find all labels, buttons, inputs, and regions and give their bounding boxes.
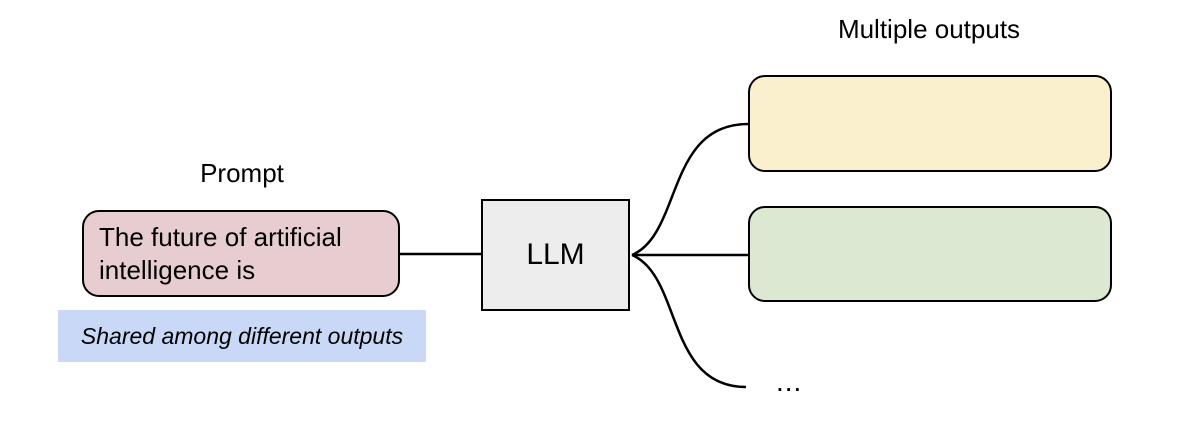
output-box-1 bbox=[748, 75, 1112, 172]
connector-llm-to-output-1 bbox=[631, 122, 749, 257]
connector-llm-to-more-outputs bbox=[631, 253, 747, 389]
prompt-shared-note: Shared among different outputs bbox=[58, 310, 426, 362]
output-box-2 bbox=[748, 206, 1112, 302]
prompt-box-text: The future of artificial intelligence is bbox=[99, 221, 342, 285]
prompt-box: The future of artificial intelligence is bbox=[82, 210, 400, 297]
multiple-outputs-title: Multiple outputs bbox=[837, 14, 1021, 44]
more-outputs-ellipsis: ... bbox=[776, 366, 803, 397]
prompt-title: Prompt bbox=[200, 158, 284, 188]
llm-box: LLM bbox=[481, 199, 630, 311]
llm-box-label: LLM bbox=[526, 238, 585, 271]
